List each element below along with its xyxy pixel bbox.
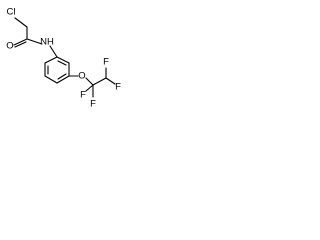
ring-bond-5	[44, 75, 58, 84]
chemical-structure-diagram: Cl O NH O F F F F	[6, 7, 121, 110]
bond-carbonyl-n	[26, 38, 43, 45]
bond-carbonyl-o-second	[14, 41, 27, 48]
atom-label-fluorine-2: F	[90, 99, 96, 110]
atom-labels: Cl O NH O F F F F	[6, 7, 121, 110]
atom-label-amide-nitrogen: NH	[40, 37, 54, 48]
bond-cl-ch2	[14, 17, 28, 28]
ring-bond-4	[56, 75, 70, 84]
bond-o-cf2	[85, 77, 94, 86]
ring-double-bond-top	[57, 60, 67, 66]
bond-cf2-chf2	[92, 77, 107, 86]
bond-cf2-f-left	[85, 84, 94, 92]
atom-label-fluorine-1: F	[80, 90, 86, 101]
atom-label-ether-oxygen: O	[78, 71, 85, 82]
atom-label-chlorine: Cl	[7, 7, 16, 18]
ring-double-bond-bottom	[57, 73, 67, 80]
atom-label-fluorine-4: F	[115, 82, 121, 93]
ring-bond-1	[44, 56, 58, 64]
bond-carbonyl-o	[13, 38, 28, 46]
bond-n-ring	[49, 45, 58, 58]
atom-label-fluorine-3: F	[103, 57, 109, 68]
bond-lines	[13, 17, 116, 98]
atom-label-carbonyl-oxygen: O	[6, 41, 13, 52]
ring-bond-2	[56, 56, 70, 64]
bond-chf2-f-right	[105, 77, 116, 85]
